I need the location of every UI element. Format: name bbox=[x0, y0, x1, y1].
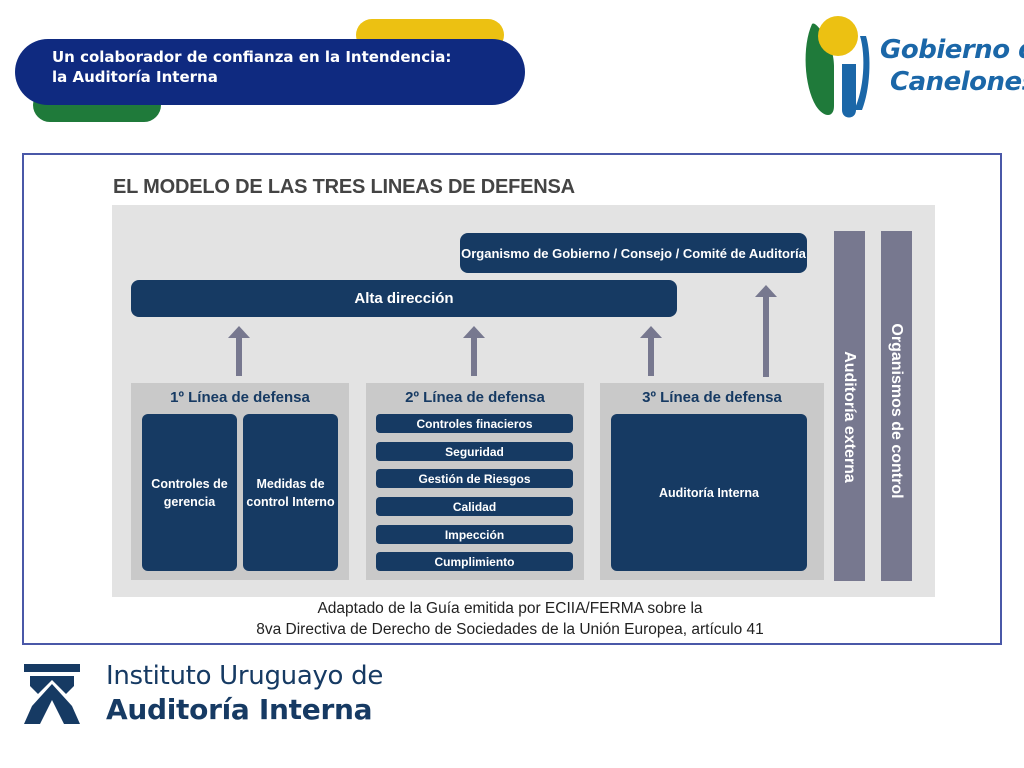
senior-management-box: Alta dirección bbox=[131, 280, 677, 317]
iuai-name-line2: Auditoría Interna bbox=[106, 693, 373, 726]
iuai-name-line1: Instituto Uruguayo de bbox=[106, 661, 384, 691]
second-line-item: Controles finacieros bbox=[376, 414, 573, 433]
banner-title: Un colaborador de confianza en la Intend… bbox=[52, 47, 522, 87]
third-line-title: 3º Línea de defensa bbox=[642, 389, 782, 406]
internal-control-measures-box: Medidas de control Interno bbox=[243, 414, 338, 571]
internal-audit-box: Auditoría Interna bbox=[611, 414, 807, 571]
external-audit-label: Auditoría externa bbox=[841, 351, 858, 483]
second-line-item: Cumplimiento bbox=[376, 552, 573, 571]
external-audit-bar bbox=[834, 231, 865, 581]
gobierno-canelones-logo-icon bbox=[805, 16, 870, 118]
governing-body-box: Organismo de Gobierno / Consejo / Comité… bbox=[460, 233, 807, 273]
gobierno-canelones-wordmark: Gobierno de Canelones bbox=[880, 34, 1024, 98]
second-line-item: Gestión de Riesgos bbox=[376, 469, 573, 488]
control-bodies-label: Organismos de control bbox=[888, 323, 905, 499]
arrow-up-icon bbox=[640, 326, 662, 376]
second-line-title: 2º Línea de defensa bbox=[405, 389, 545, 406]
iuai-logo-icon bbox=[24, 664, 80, 724]
second-line-item: Seguridad bbox=[376, 442, 573, 461]
source-line2: 8va Directiva de Derecho de Sociedades d… bbox=[256, 621, 764, 638]
diagram-source-note: Adaptado de la Guía emitida por ECIIA/FE… bbox=[200, 598, 820, 640]
arrow-up-icon bbox=[463, 326, 485, 376]
diagram-title: EL MODELO DE LAS TRES LINEAS DE DEFENSA bbox=[113, 176, 575, 198]
second-line-item: Impección bbox=[376, 525, 573, 544]
management-controls-box: Controles de gerencia bbox=[142, 414, 237, 571]
logo-line1: Gobierno de bbox=[880, 35, 1024, 65]
control-bodies-bar bbox=[881, 231, 912, 581]
header-banner bbox=[15, 39, 525, 105]
banner-title-line1: Un colaborador de confianza en la Intend… bbox=[52, 48, 452, 66]
banner-title-line2: la Auditoría Interna bbox=[52, 68, 218, 86]
logo-line2: Canelones bbox=[890, 67, 1024, 97]
second-line-item: Calidad bbox=[376, 497, 573, 516]
first-line-title: 1º Línea de defensa bbox=[170, 389, 310, 406]
arrow-up-icon bbox=[755, 285, 777, 377]
source-line1: Adaptado de la Guía emitida por ECIIA/FE… bbox=[317, 600, 703, 617]
arrow-up-icon bbox=[228, 326, 250, 376]
